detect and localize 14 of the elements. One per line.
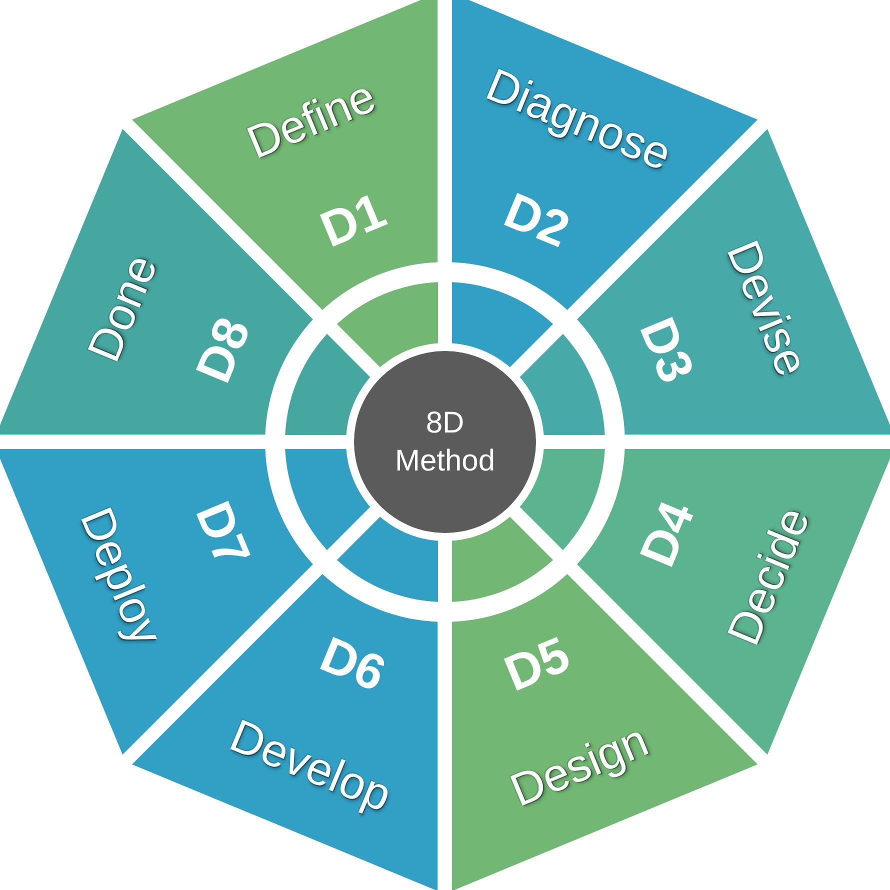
step-code: D5 bbox=[498, 628, 576, 700]
step-code: D8 bbox=[188, 311, 259, 390]
step-code: D6 bbox=[314, 628, 392, 700]
segment-title: Devise bbox=[720, 234, 816, 382]
step-code: D2 bbox=[498, 184, 576, 256]
step-code: D7 bbox=[188, 494, 259, 573]
step-code: D4 bbox=[631, 494, 702, 573]
step-code: D3 bbox=[631, 311, 702, 390]
segment-title: Define bbox=[240, 72, 382, 166]
segment-title: Design bbox=[504, 716, 654, 814]
step-code: D1 bbox=[314, 184, 392, 256]
segment-title: Deploy bbox=[73, 500, 170, 651]
segment-title: Done bbox=[79, 248, 164, 368]
center-title: 8D Method bbox=[394, 406, 496, 479]
